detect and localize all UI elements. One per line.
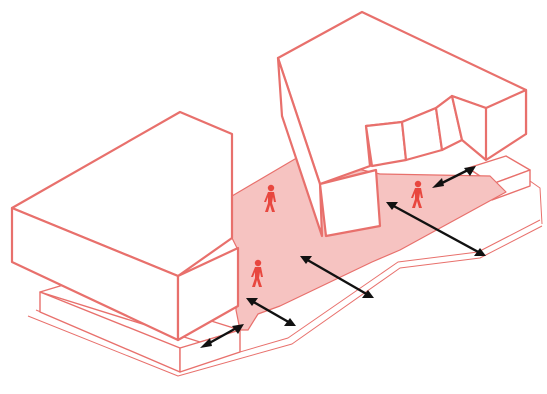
double-headed-arrow-icon [432, 166, 476, 188]
right-building-base [318, 168, 382, 238]
pedestrian-icon [264, 184, 276, 212]
right-building [276, 10, 528, 238]
double-headed-arrow-icon [200, 324, 244, 348]
double-headed-arrow-icon [246, 298, 296, 326]
movement-arrows [200, 166, 486, 348]
double-headed-arrow-icon [300, 256, 374, 298]
left-building [10, 110, 240, 342]
double-headed-arrow-icon [386, 202, 486, 256]
pedestrian-icon [251, 259, 263, 287]
right-building-front [276, 56, 324, 238]
left-building-side [176, 246, 240, 342]
right-building-notch-1 [364, 120, 408, 168]
left-plinth-step [179, 329, 241, 373]
pedestrians [251, 180, 423, 287]
front-curb-line [27, 225, 543, 377]
pedestrian-icon [411, 180, 423, 208]
